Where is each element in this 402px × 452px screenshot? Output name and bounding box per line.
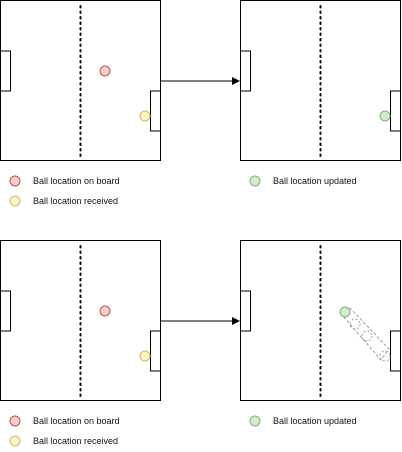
field-bottom-right: [240, 240, 401, 401]
goal-left: [240, 50, 251, 92]
ball-updated: [339, 306, 351, 318]
legend-swatch-received: [9, 195, 21, 207]
goal-right: [150, 330, 161, 372]
legend-label-updated: Ball location updated: [273, 176, 357, 186]
goal-left: [240, 290, 251, 332]
ball-updated: [379, 110, 391, 122]
ghost-ball: [379, 350, 391, 362]
ghost-ball: [361, 330, 373, 342]
ball-received: [139, 110, 151, 122]
legend-swatch-received: [9, 435, 21, 447]
legend-label-received: Ball location received: [33, 436, 118, 446]
legend-label-received: Ball location received: [33, 196, 118, 206]
legend-label-board: Ball location on board: [33, 416, 120, 426]
legend-swatch-board: [9, 175, 21, 187]
ball-received: [139, 350, 151, 362]
field-top-left: [0, 0, 161, 161]
goal-right: [150, 90, 161, 132]
legend-label-board: Ball location on board: [33, 176, 120, 186]
legend-swatch-updated: [249, 415, 261, 427]
legend-swatch-updated: [249, 175, 261, 187]
goal-right: [390, 330, 401, 372]
ball-on-board: [99, 65, 111, 77]
goal-left: [0, 290, 11, 332]
legend-top: Ball location on board Ball location rec…: [9, 175, 357, 207]
field-top-right: [240, 0, 401, 161]
goal-left: [0, 50, 11, 92]
ghost-ball: [349, 318, 361, 330]
legend-label-updated: Ball location updated: [273, 416, 357, 426]
legend-swatch-board: [9, 415, 21, 427]
goal-right: [390, 90, 401, 132]
legend-bottom: Ball location on board Ball location rec…: [9, 415, 357, 447]
field-bottom-left: [0, 240, 161, 401]
ball-on-board: [99, 305, 111, 317]
